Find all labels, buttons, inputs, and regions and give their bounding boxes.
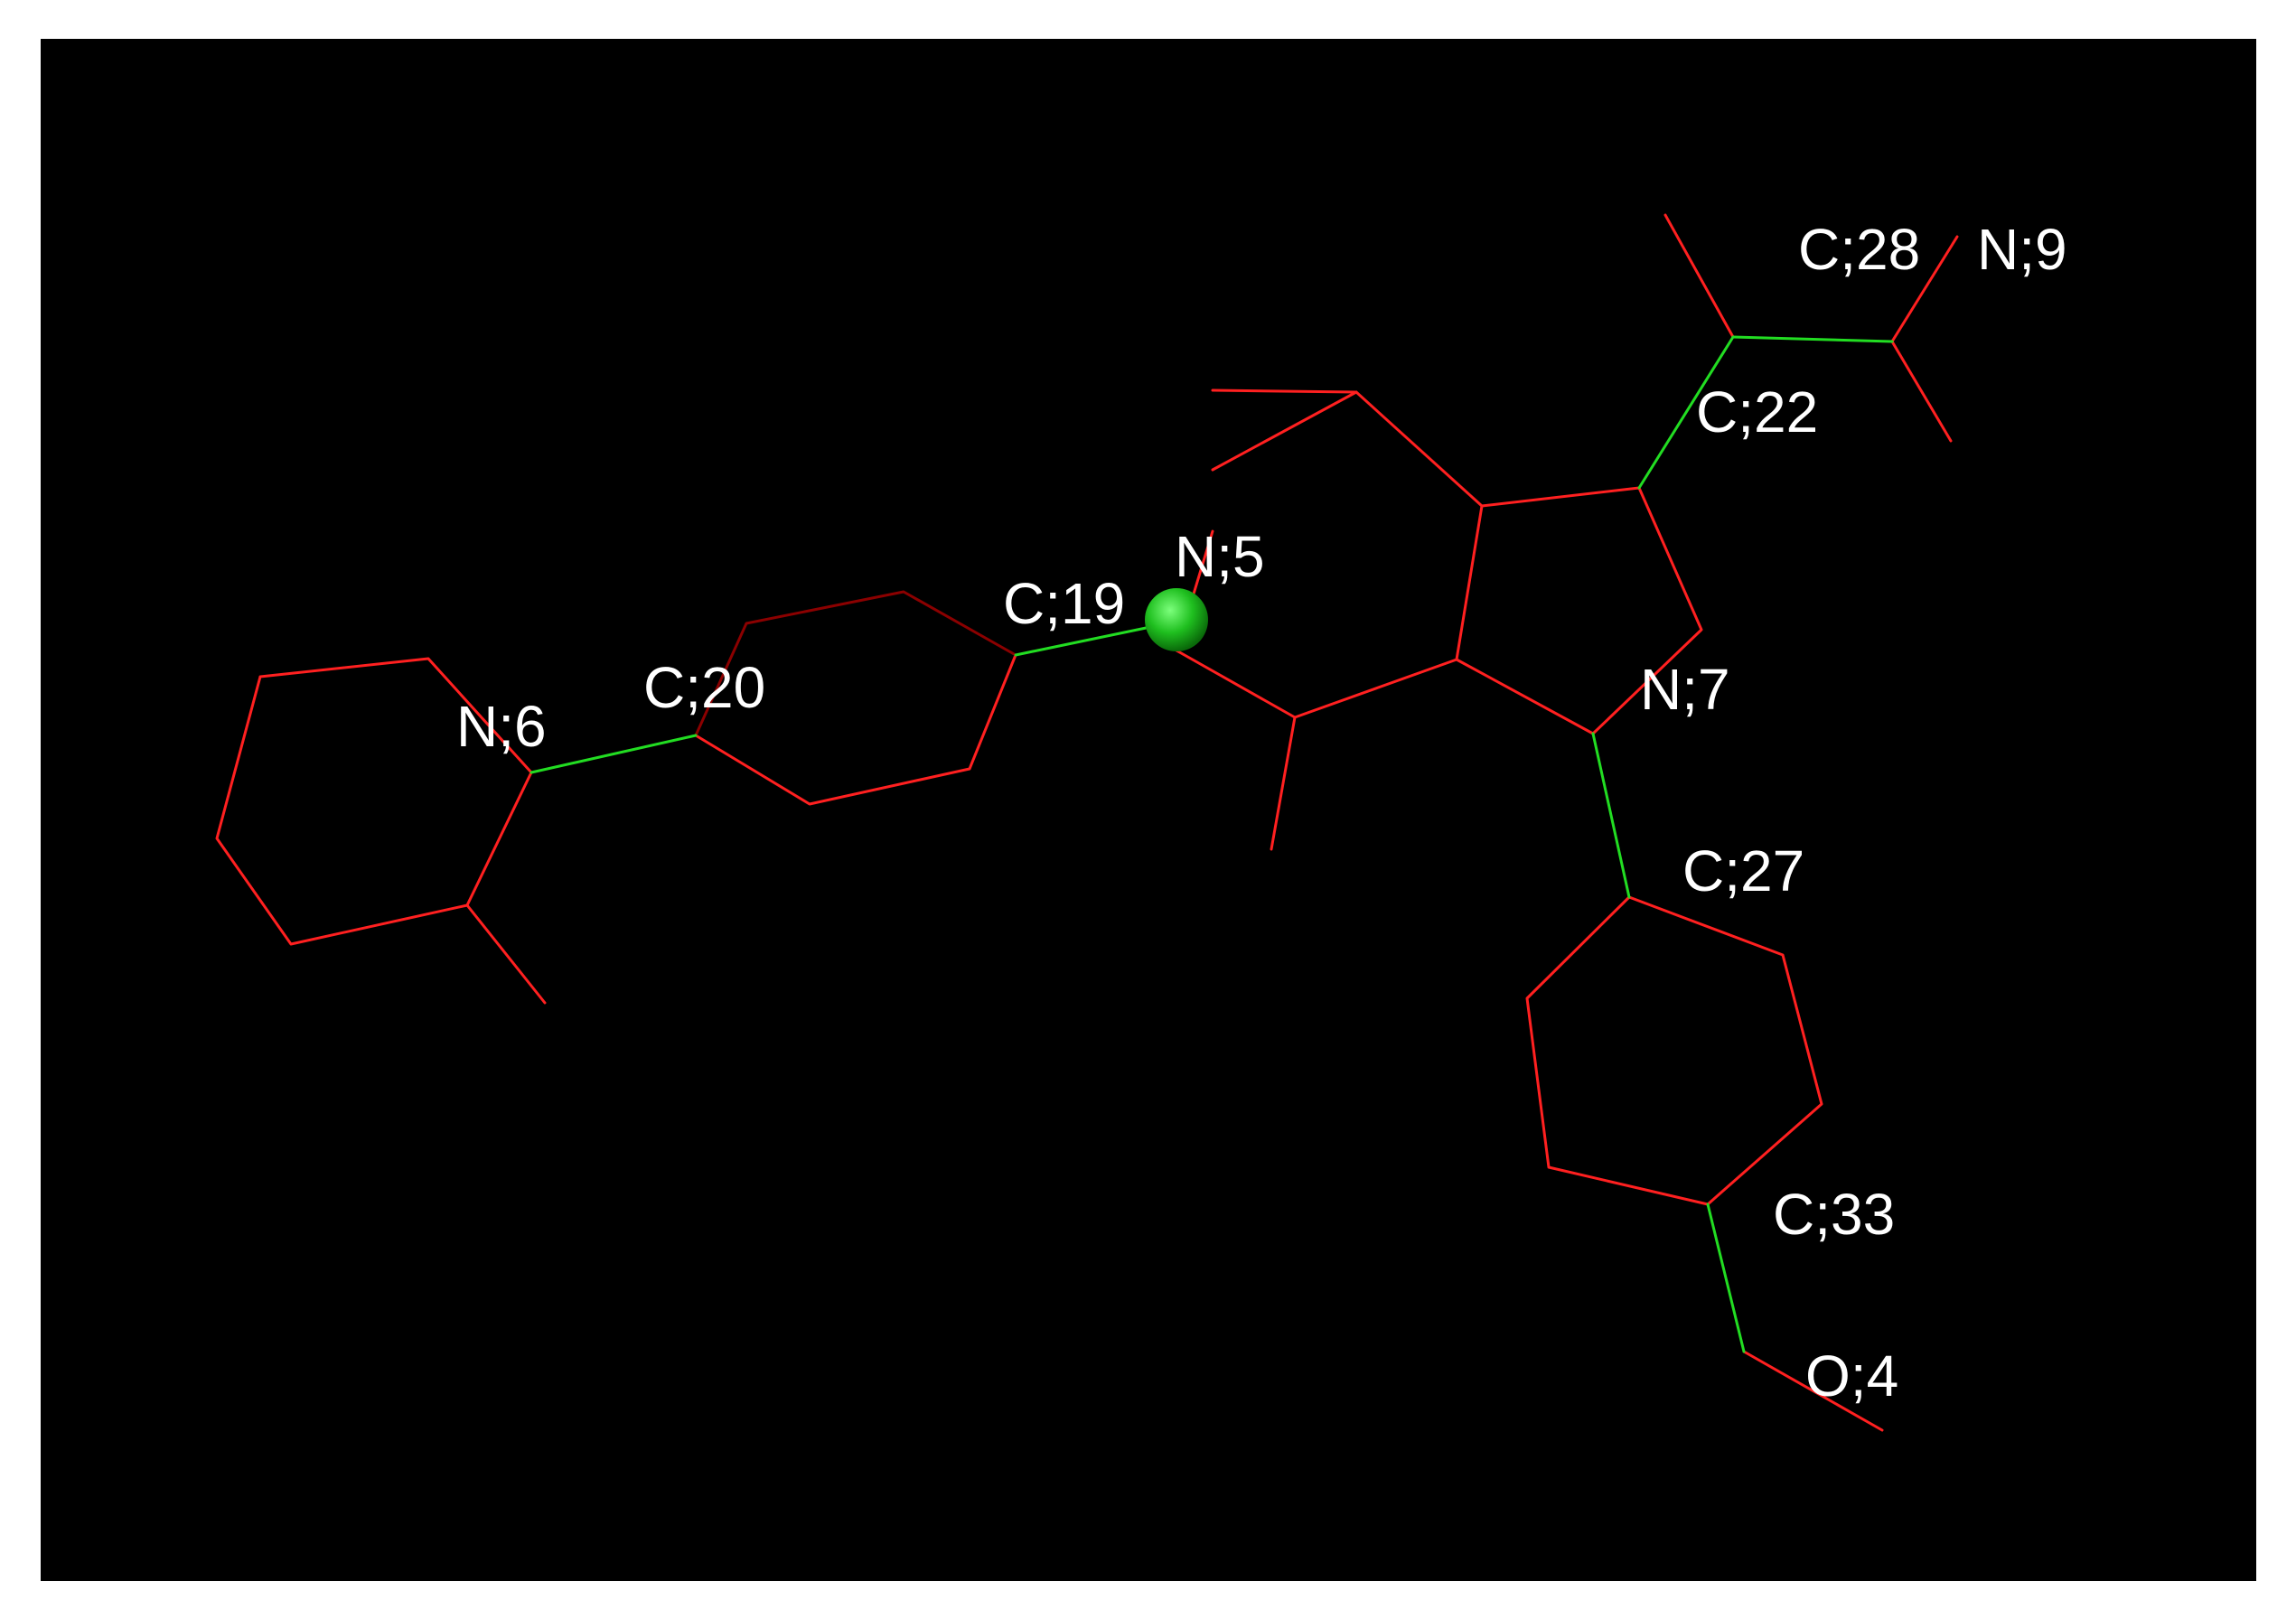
label-o4: O;4 [1805, 1343, 1898, 1408]
bond-o4 [1742, 1350, 1884, 1432]
bond-methyl-left [465, 903, 547, 1005]
label-c19: C;19 [1003, 571, 1125, 636]
bond-ring-middle-back [694, 590, 1017, 737]
label-n5: N;5 [1175, 524, 1265, 589]
label-n7: N;7 [1640, 657, 1730, 722]
label-n6: N;6 [456, 694, 547, 759]
viewer-background [41, 39, 2256, 1581]
label-c28: C;28 [1798, 217, 1920, 282]
bond-c22-c28 [1731, 335, 1894, 343]
bond-ring-middle-front [694, 653, 1017, 806]
label-c33: C;33 [1773, 1182, 1895, 1247]
label-c27: C;27 [1682, 838, 1804, 903]
bond-c28-n9 [1890, 235, 1959, 343]
bond-ring-five-core [1455, 486, 1703, 735]
bond-c33-o4 [1706, 1203, 1746, 1353]
red-bonds [215, 213, 1959, 1432]
bond-c22 [1637, 335, 1735, 490]
label-c20: C;20 [643, 655, 765, 720]
label-c22: C;22 [1696, 379, 1818, 445]
bond-ring-top [1211, 390, 1358, 472]
atom-labels: N;6 C;20 C;19 N;5 C;22 C;28 N;9 N;7 C;27… [456, 217, 2067, 1408]
bond-methyl-upper-left [1663, 213, 1735, 339]
bond-methyl-upper-right [1890, 340, 1953, 443]
bond-methyl-mid [1270, 716, 1297, 851]
dark-bonds [694, 590, 1017, 737]
bond-n6-c20 [529, 734, 698, 774]
bond-ring-six-core [1175, 388, 1484, 719]
label-n9: N;9 [1977, 217, 2067, 282]
selected-atom-marker[interactable] [1145, 588, 1208, 651]
bond-n7-c27 [1591, 732, 1631, 899]
